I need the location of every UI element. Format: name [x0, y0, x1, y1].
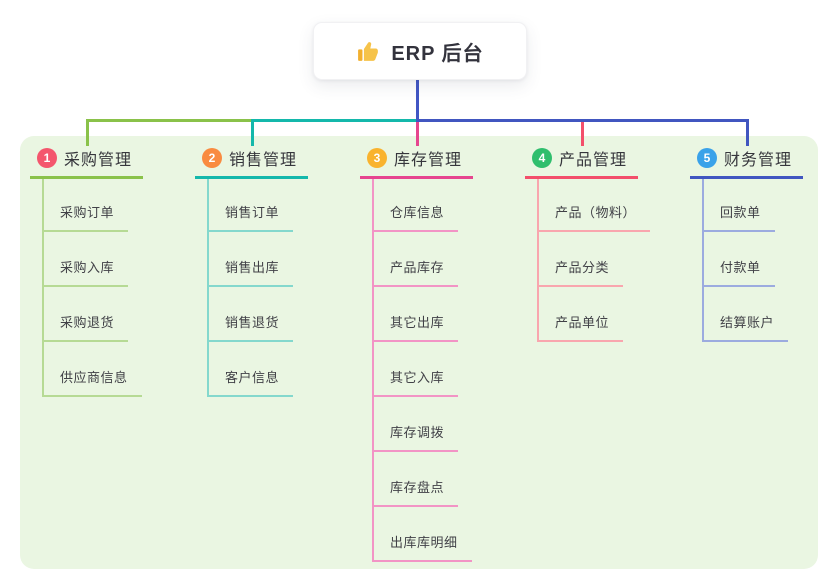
branch-topic[interactable]: 4 产品管理 [525, 146, 638, 179]
thumbs-up-icon [358, 41, 379, 61]
child-topic[interactable]: 回款单 [704, 202, 775, 232]
child-topic[interactable]: 客户信息 [209, 367, 294, 397]
branch-number-badge: 1 [37, 148, 57, 168]
branch-connector-drop [581, 119, 584, 146]
child-topic[interactable]: 销售出库 [209, 257, 294, 287]
child-topic-row: 仓库信息 [374, 179, 520, 232]
branch-topic[interactable]: 2 销售管理 [195, 146, 308, 179]
branch-topic[interactable]: 3 库存管理 [360, 146, 473, 179]
child-topic-row: 其它出库 [374, 287, 520, 342]
branch-column-1: 1 采购管理 采购订单 采购入库 采购退货 供应商信息 [30, 146, 190, 397]
branches-panel [20, 136, 818, 569]
branch-children: 回款单 付款单 结算账户 [702, 179, 839, 342]
child-topic-row: 其它入库 [374, 342, 520, 397]
branch-connector-line [251, 119, 419, 122]
child-topic[interactable]: 仓库信息 [374, 202, 459, 232]
branch-topic-label: 财务管理 [724, 152, 793, 169]
child-topic[interactable]: 销售订单 [209, 202, 294, 232]
branch-connector-drop [86, 119, 89, 146]
child-topic[interactable]: 产品分类 [539, 257, 624, 287]
branch-topic-label: 销售管理 [229, 152, 298, 169]
branch-column-4: 4 产品管理 产品（物料） 产品分类 产品单位 [525, 146, 685, 342]
child-topic[interactable]: 出库库明细 [374, 532, 472, 562]
branch-number-badge: 4 [532, 148, 552, 168]
child-topic-row: 销售出库 [209, 232, 355, 287]
child-topic-row: 采购入库 [44, 232, 190, 287]
branch-children: 仓库信息 产品库存 其它出库 其它入库 库存调拨 库存盘点 出库库明细 [372, 179, 520, 562]
child-topic-row: 销售订单 [209, 179, 355, 232]
branch-connector-line [416, 119, 749, 122]
child-topic[interactable]: 库存盘点 [374, 477, 459, 507]
child-topic-row: 产品分类 [539, 232, 685, 287]
child-topic[interactable]: 其它入库 [374, 367, 459, 397]
child-topic[interactable]: 结算账户 [704, 312, 789, 342]
root-topic-title: ERP 后台 [391, 42, 484, 65]
branch-number-badge: 5 [697, 148, 717, 168]
branch-topic-label: 产品管理 [559, 152, 628, 169]
child-topic-row: 销售退货 [209, 287, 355, 342]
child-topic-row: 采购订单 [44, 179, 190, 232]
child-topic-row: 供应商信息 [44, 342, 190, 397]
branch-topic-label: 采购管理 [64, 152, 133, 169]
child-topic[interactable]: 销售退货 [209, 312, 294, 342]
child-topic-row: 产品（物料） [539, 179, 685, 232]
child-topic[interactable]: 其它出库 [374, 312, 459, 342]
branch-children: 产品（物料） 产品分类 产品单位 [537, 179, 685, 342]
root-topic[interactable]: ERP 后台 [313, 22, 527, 80]
branch-column-3: 3 库存管理 仓库信息 产品库存 其它出库 其它入库 库存调拨 库存盘点 出库库… [360, 146, 520, 562]
child-topic[interactable]: 采购退货 [44, 312, 129, 342]
child-topic-row: 产品单位 [539, 287, 685, 342]
child-topic-row: 产品库存 [374, 232, 520, 287]
child-topic[interactable]: 供应商信息 [44, 367, 142, 397]
child-topic-row: 出库库明细 [374, 507, 520, 562]
child-topic-row: 结算账户 [704, 287, 839, 342]
child-topic[interactable]: 库存调拨 [374, 422, 459, 452]
branch-number-badge: 2 [202, 148, 222, 168]
branch-topic[interactable]: 1 采购管理 [30, 146, 143, 179]
branch-topic-label: 库存管理 [394, 152, 463, 169]
branch-connector-drop [746, 119, 749, 146]
branch-children: 采购订单 采购入库 采购退货 供应商信息 [42, 179, 190, 397]
child-topic[interactable]: 付款单 [704, 257, 775, 287]
child-topic-row: 采购退货 [44, 287, 190, 342]
branch-number-badge: 3 [367, 148, 387, 168]
branch-connector-drop [416, 119, 419, 146]
child-topic-row: 库存盘点 [374, 452, 520, 507]
child-topic[interactable]: 产品（物料） [539, 202, 651, 232]
child-topic[interactable]: 产品库存 [374, 257, 459, 287]
child-topic-row: 付款单 [704, 232, 839, 287]
child-topic[interactable]: 产品单位 [539, 312, 624, 342]
branch-topic[interactable]: 5 财务管理 [690, 146, 803, 179]
branch-column-5: 5 财务管理 回款单 付款单 结算账户 [690, 146, 839, 342]
child-topic-row: 回款单 [704, 179, 839, 232]
child-topic[interactable]: 采购入库 [44, 257, 129, 287]
child-topic[interactable]: 采购订单 [44, 202, 129, 232]
branch-column-2: 2 销售管理 销售订单 销售出库 销售退货 客户信息 [195, 146, 355, 397]
child-topic-row: 库存调拨 [374, 397, 520, 452]
branch-connector-drop [251, 119, 254, 146]
branch-children: 销售订单 销售出库 销售退货 客户信息 [207, 179, 355, 397]
root-connector-trunk [416, 80, 419, 122]
child-topic-row: 客户信息 [209, 342, 355, 397]
